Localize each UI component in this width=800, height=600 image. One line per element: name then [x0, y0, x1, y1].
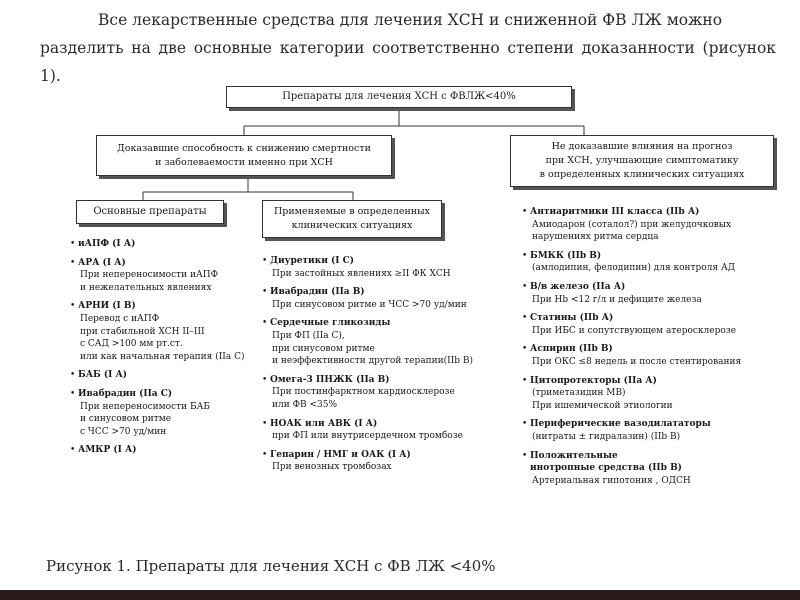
drug-name: Омега-3 ПНЖК (IIа В) — [270, 374, 390, 385]
drug-name: Антиаритмики III класса (IIb А) — [530, 207, 700, 217]
drug-indication: При ИБС и сопутствующем атеросклерозе — [532, 325, 737, 336]
drug-name: АРА (I А) — [78, 257, 126, 268]
unproven-branch-label: Не доказавшие влияния на прогноз при ХСН… — [539, 141, 745, 180]
drug-item: Положительные инотропные средства (IIb В… — [522, 450, 782, 488]
drug-item: Гепарин / НМГ и ОАК (I А) При венозных тр… — [262, 449, 512, 474]
drug-item: АРНИ (I В)Перевод с иАПФ при стабильной … — [70, 300, 260, 363]
drug-name: Ивабрадин (IIа В) — [270, 287, 365, 298]
drug-name: Аспирин (IIb В) — [530, 344, 613, 355]
drug-name: АМКР (I А) — [78, 445, 137, 456]
drug-name: Цитопротекторы (IIа А) — [530, 375, 657, 386]
drug-indication: При непереносимости иАПФ и нежелательных… — [80, 270, 219, 293]
unproven-branch-box: Не доказавшие влияния на прогноз при ХСН… — [510, 135, 774, 187]
drug-indication: (триметазидин МВ) При ишемической этиоло… — [532, 388, 673, 411]
drug-indication: При синусовом ритме и ЧСС >70 уд/мин — [272, 299, 467, 310]
bottom-bar — [0, 590, 800, 600]
drug-name: БМКК (IIb В) — [530, 250, 602, 261]
drug-item: НОАК или АВК (I А) при ФП или внутрисерде… — [262, 418, 512, 443]
drug-item: Омега-3 ПНЖК (IIа В) При постинфарктном к… — [262, 374, 512, 412]
drug-indication: (нитраты ± гидралазин) (IIb В) — [532, 431, 681, 442]
drug-indication: При ФП (IIа С), при синусовом ритме и не… — [272, 330, 473, 367]
drug-name: В/в железо (IIа А) — [530, 281, 626, 292]
main-drugs-label: Основные препараты — [93, 206, 207, 217]
drug-name: БАБ (I А) — [78, 370, 128, 381]
intro-paragraph: Все лекарственные средства для лечения Х… — [40, 6, 776, 90]
drug-item: Статины (IIb А)При ИБС и сопутствующем а… — [522, 312, 782, 337]
drug-item: Ивабрадин (IIа С) При непереносимости БАБ… — [70, 388, 260, 438]
figure-caption: Рисунок 1. Препараты для лечения ХСН с Ф… — [46, 557, 496, 575]
drug-name: Положительные инотропные средства (IIb В… — [530, 450, 682, 474]
drug-indication: Артериальная гипотония , ОДСН — [532, 475, 691, 486]
drug-name: Сердечные гликозиды — [270, 318, 391, 329]
drug-name: АРНИ (I В) — [78, 301, 136, 312]
drug-item: Ивабрадин (IIа В)При синусовом ритме и Ч… — [262, 286, 512, 311]
drug-item: БМКК (IIb В) (амлодипин, фелодипин) для к… — [522, 250, 782, 275]
drug-item: Периферические вазодилататоры(нитраты ± … — [522, 418, 782, 443]
intro-line-1: Все лекарственные средства для лечения Х… — [98, 11, 723, 29]
main-drugs-list: иАПФ (I А) АРА (I А) При непереносимости и… — [70, 238, 260, 463]
drug-name: НОАК или АВК (I А) — [270, 418, 378, 429]
drug-indication: При Hb <12 г/л и дефиците железа — [532, 294, 702, 305]
drug-item: АМКР (I А) — [70, 444, 260, 457]
drug-item: иАПФ (I А) — [70, 238, 260, 251]
proven-branch-box: Доказавшие способность к снижению смертн… — [96, 135, 392, 176]
other-drugs-list: Антиаритмики III класса (IIb А) Амиодарон… — [522, 206, 782, 493]
drug-indication: (амлодипин, фелодипин) для контроля АД — [532, 263, 736, 274]
drug-name: Периферические вазодилататоры — [530, 419, 711, 430]
drug-item: АРА (I А) При непереносимости иАПФ и неже… — [70, 257, 260, 295]
specific-situations-box: Применяемые в определенных клинических с… — [262, 200, 442, 238]
drug-name: Ивабрадин (IIа С) — [78, 388, 173, 399]
drug-item: Диуретики (I С) При застойных явлениях ≥I… — [262, 255, 512, 280]
main-drugs-box: Основные препараты — [76, 200, 224, 224]
drug-indication: Амиодарон (соталол?) при желудочковых на… — [532, 219, 732, 243]
specific-situations-label: Применяемые в определенных клинических с… — [273, 206, 431, 231]
drug-name: Статины (IIb А) — [530, 313, 614, 324]
drug-item: Антиаритмики III класса (IIb А) Амиодарон… — [522, 206, 782, 244]
root-label: Препараты для лечения ХСН с ФВЛЖ<40% — [282, 91, 516, 102]
specific-drugs-list: Диуретики (I С) При застойных явлениях ≥I… — [262, 255, 512, 480]
drug-item: Аспирин (IIb В)При ОКС ≤8 недель и после… — [522, 343, 782, 368]
drug-indication: при ФП или внутрисердечном тромбозе — [272, 431, 463, 442]
intro-line-2: разделить на две основные категории соот… — [40, 39, 776, 85]
drug-indication: Перевод с иАПФ при стабильной ХСН II–III… — [80, 313, 245, 362]
drug-item: В/в железо (IIа А) При Hb <12 г/л и дефиц… — [522, 281, 782, 306]
drug-item: Цитопротекторы (IIа А) (триметазидин МВ) … — [522, 375, 782, 413]
drug-indication: При ОКС ≤8 недель и после стентирования — [532, 356, 742, 367]
drug-indication: При постинфарктном кардиосклерозе или ФВ… — [272, 387, 455, 410]
drug-name: Диуретики (I С) — [270, 256, 355, 266]
drug-name: иАПФ (I А) — [78, 239, 136, 249]
drug-indication: При непереносимости БАБ и синусовом ритм… — [80, 401, 211, 437]
proven-branch-label: Доказавшие способность к снижению смертн… — [117, 142, 371, 168]
root-box: Препараты для лечения ХСН с ФВЛЖ<40% — [226, 86, 572, 108]
drug-name: Гепарин / НМГ и ОАК (I А) — [270, 449, 411, 460]
drug-indication: При венозных тромбозах — [272, 462, 392, 473]
drug-item: БАБ (I А) — [70, 369, 260, 382]
drug-indication: При застойных явлениях ≥II ФК ХСН — [272, 268, 451, 279]
